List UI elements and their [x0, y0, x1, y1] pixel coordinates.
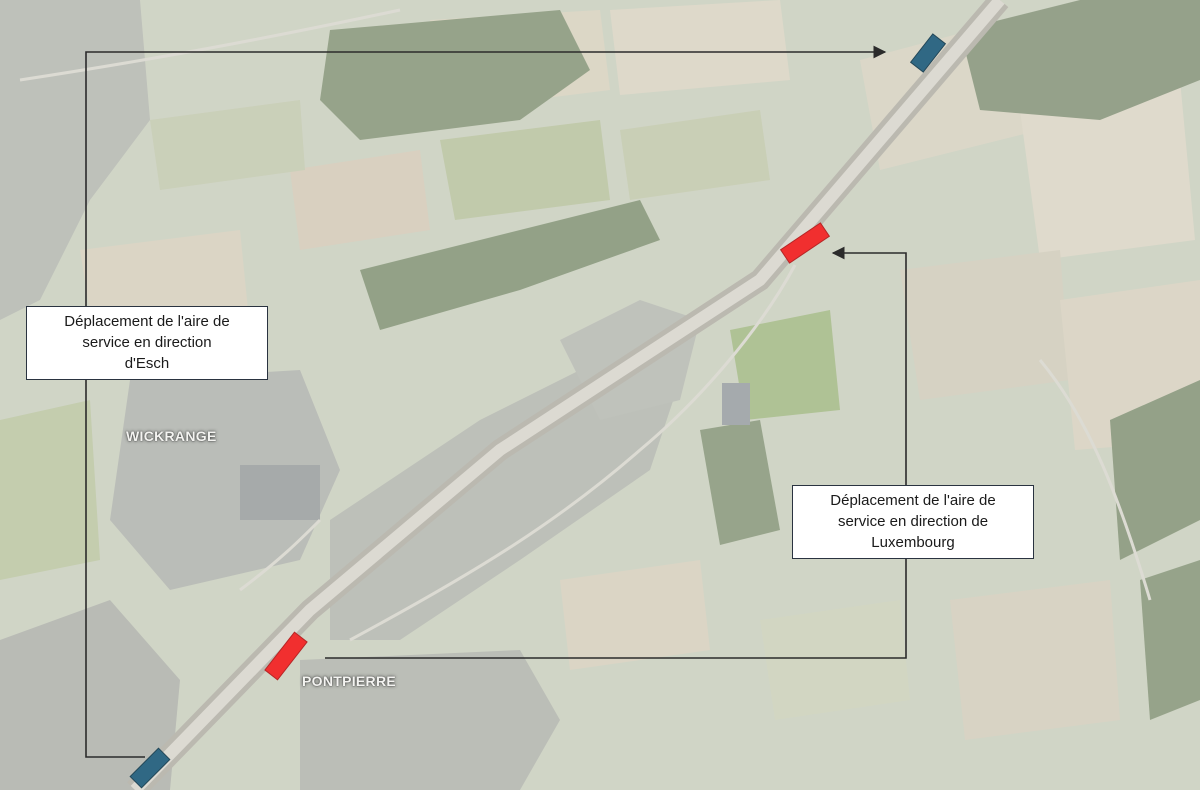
callout-luxembourg-line-3: Luxembourg	[871, 534, 955, 551]
callout-esch: Déplacement de l'aire de service en dire…	[26, 306, 268, 380]
place-label-wickrange: WICKRANGE	[126, 428, 217, 444]
new-service-area-marker-esch[interactable]	[909, 33, 947, 73]
settlements	[0, 0, 750, 790]
arrow-esch	[85, 45, 887, 758]
place-label-pontpierre: PONTPIERRE	[302, 673, 397, 689]
old-service-area-marker-south[interactable]	[264, 631, 308, 681]
arrow-luxembourg	[325, 246, 907, 659]
callout-luxembourg-line-2: service en direction de	[837, 513, 989, 530]
service-area-markers	[129, 33, 947, 789]
local-roads	[19, 8, 1152, 642]
callout-esch-line-3: d'Esch	[124, 355, 170, 372]
forests	[320, 0, 1200, 720]
farm-fields	[0, 0, 1200, 670]
callout-luxembourg-line-1: Déplacement de l'aire de	[830, 492, 996, 509]
callout-esch-line-1: Déplacement de l'aire de	[64, 313, 230, 330]
callout-luxembourg: Déplacement de l'aire de service en dire…	[792, 485, 1034, 559]
new-service-area-marker-south[interactable]	[129, 747, 171, 789]
highway	[127, 0, 1009, 790]
leader-arrows	[85, 45, 907, 758]
old-service-area-marker-north[interactable]	[779, 222, 831, 264]
callout-esch-line-2: service en direction	[82, 334, 212, 351]
